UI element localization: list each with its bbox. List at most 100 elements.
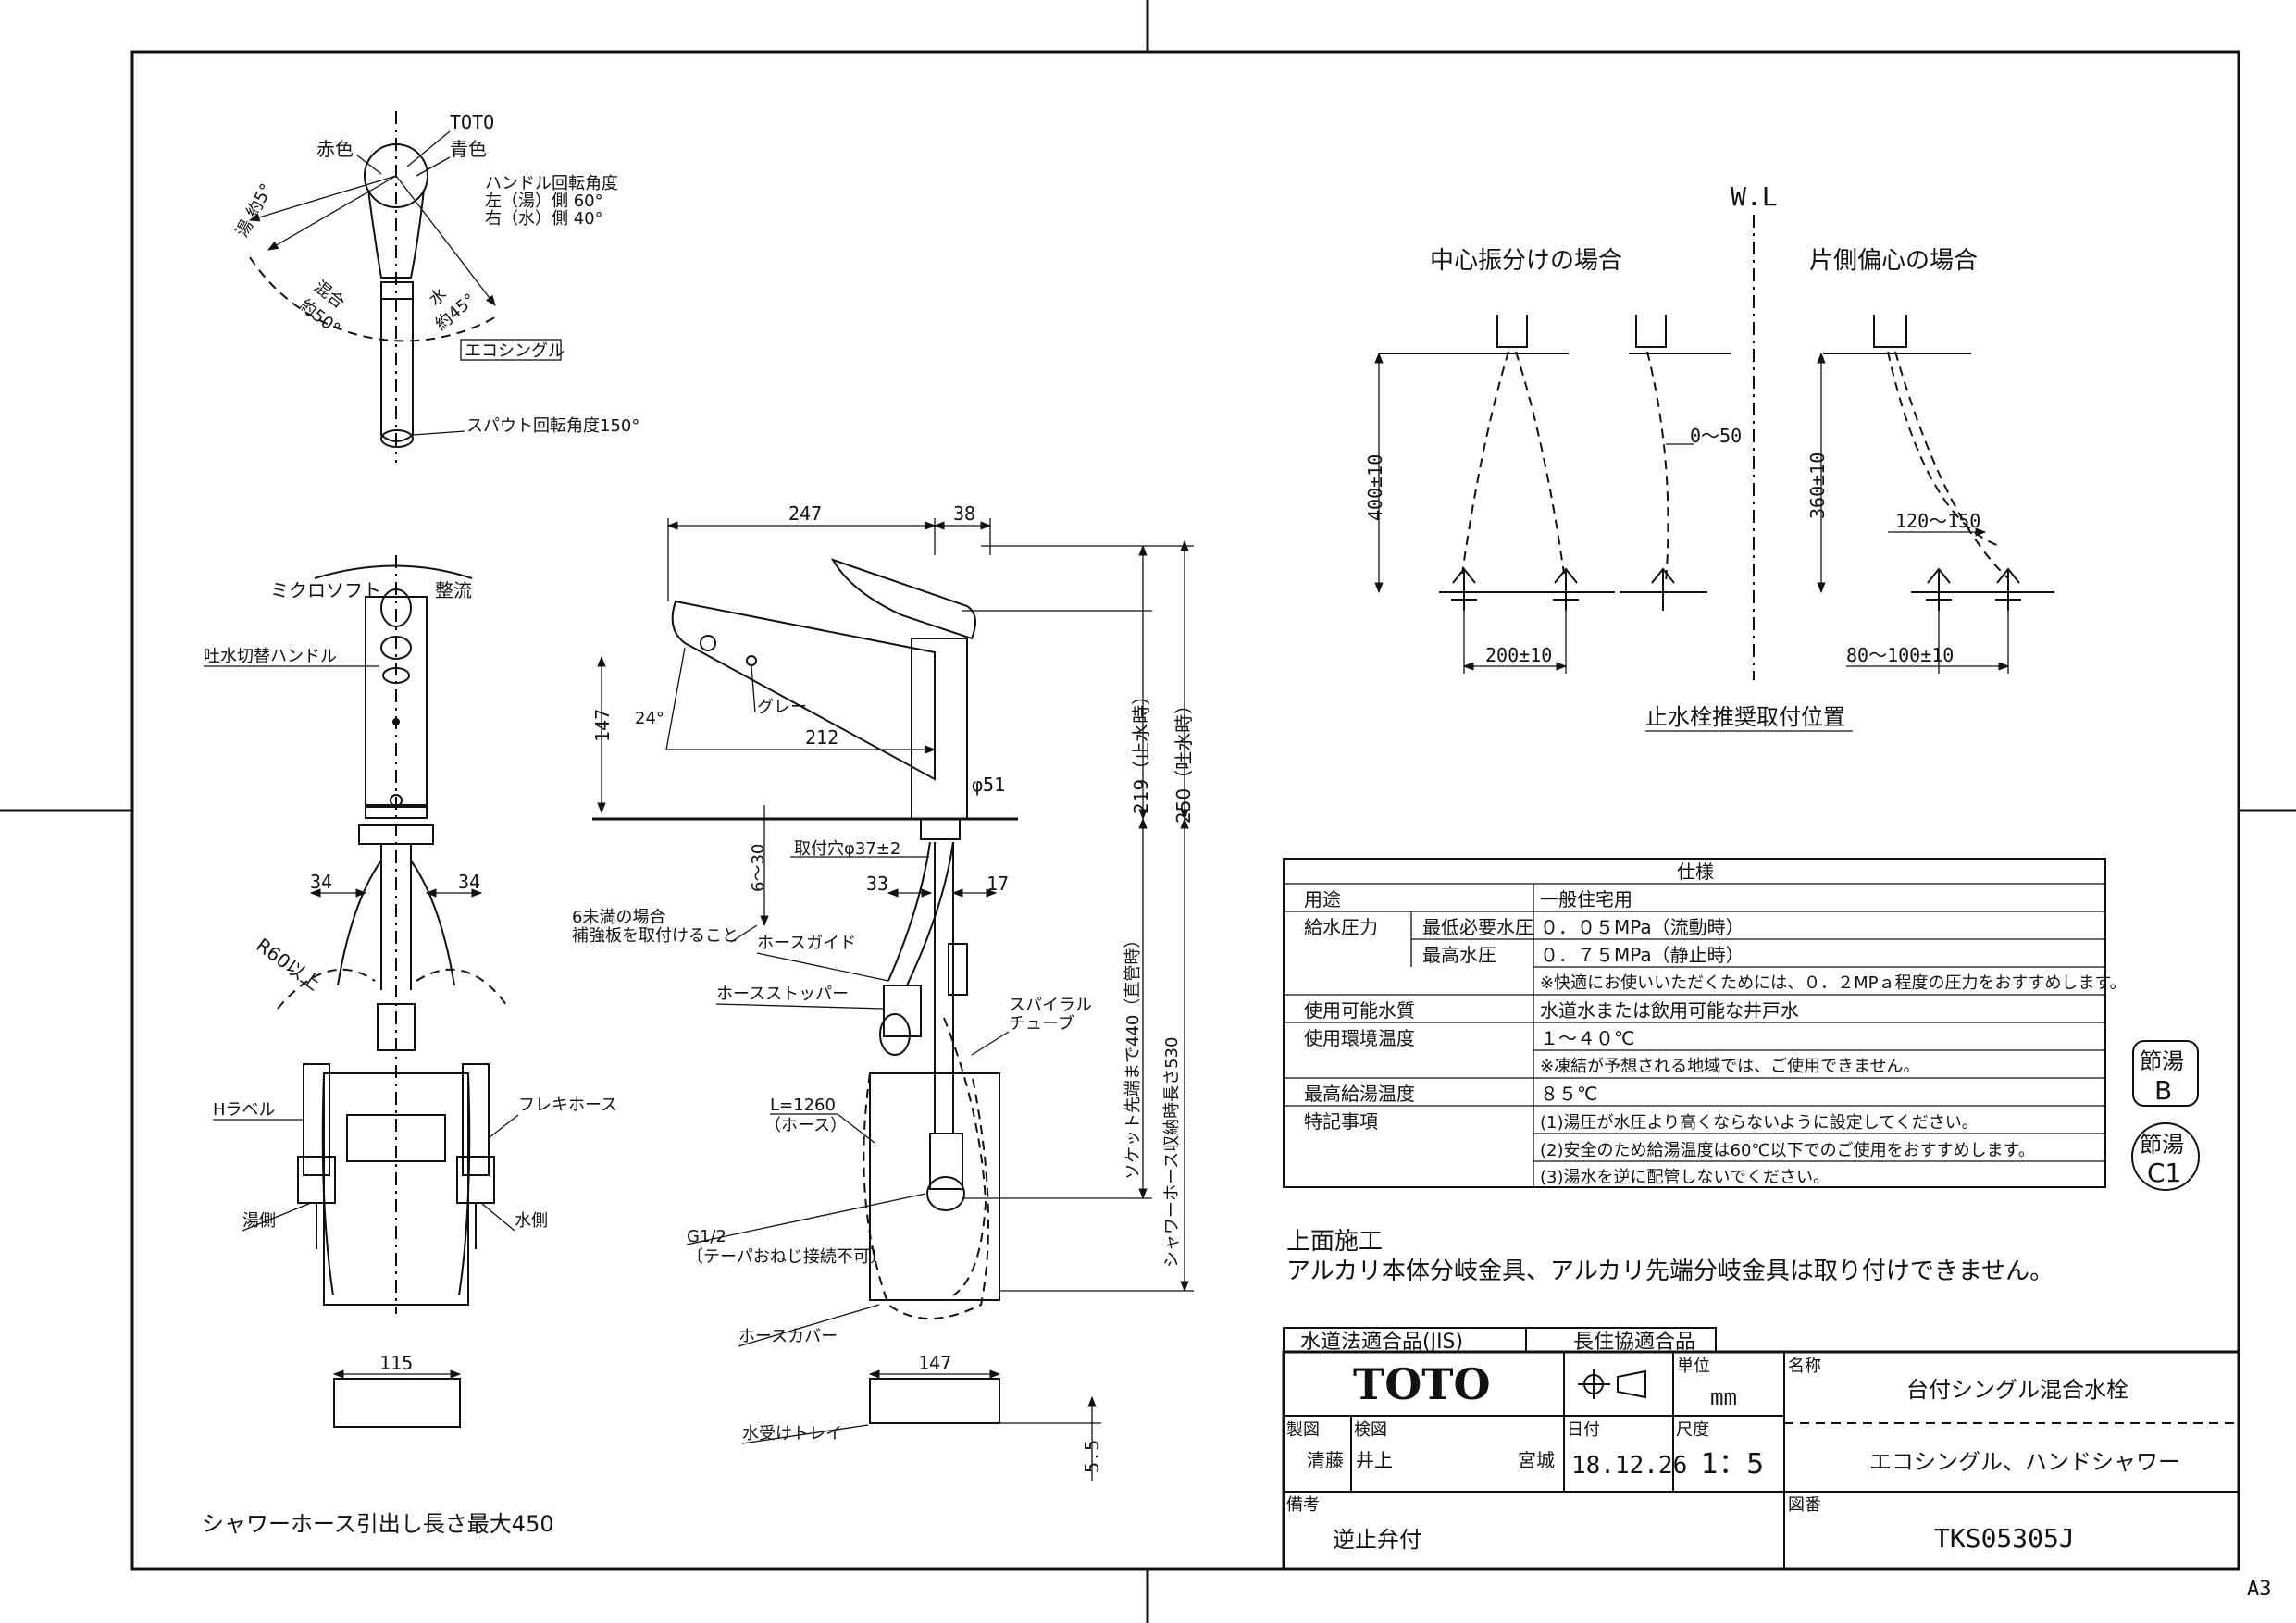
dim-120-150: 120～150	[1895, 510, 1980, 532]
brand-label: TOTO	[450, 111, 494, 133]
dim-147: 147	[591, 709, 614, 742]
dim-24: 24°	[635, 709, 664, 728]
handle-rotation-label: ハンドル回転角度	[485, 174, 618, 193]
dim-200: 200±10	[1485, 644, 1552, 666]
water-saving-stamp-c1: 節湯 C1	[2131, 1122, 2200, 1191]
grey-label: グレー	[757, 698, 807, 717]
dim-247: 247	[788, 502, 822, 525]
check-by-2: 宮城	[1518, 1449, 1555, 1471]
micro-soft-label: ミクロソフト	[270, 579, 381, 601]
unit-label: 単位	[1677, 1357, 1710, 1376]
spec-row-value: 水道水または飲用可能な井戸水	[1540, 999, 1799, 1022]
spec-row-value: ０．０５MPa（流動時）	[1540, 916, 1744, 938]
name-label: 名称	[1788, 1357, 1821, 1376]
dim-34-right: 34	[458, 871, 480, 893]
dim-0-50: 0～50	[1690, 425, 1742, 447]
check-by-1: 井上	[1356, 1449, 1393, 1471]
drawing-no: TKS05305J	[1934, 1523, 2075, 1554]
dim-219: 219（止水時）	[1130, 687, 1152, 814]
valve-section-caption: 止水栓推奨取付位置	[1645, 704, 1845, 730]
red-label: 赤色	[316, 138, 354, 160]
g12-label: G1/2	[687, 1227, 726, 1246]
date-value: 18.12.26	[1571, 1452, 1687, 1480]
remarks-value: 逆止弁付	[1333, 1527, 1421, 1553]
dim-80-100: 80～100±10	[1846, 644, 1954, 666]
spec-row-value: (1)湯圧が水圧より高くならないように設定してください。	[1540, 1113, 1979, 1133]
hose-stopper-label: ホースストッパー	[716, 985, 849, 1004]
cold-side-label: 水側	[515, 1211, 548, 1231]
stamp-c1-bottom: C1	[2147, 1158, 2181, 1188]
spec-row-value: １～４０℃	[1540, 1027, 1634, 1049]
spec-row-label: 使用環境温度	[1304, 1027, 1415, 1049]
dim-5-5: 5.5	[1081, 1440, 1103, 1473]
spec-row-label: 特記事項	[1304, 1110, 1378, 1133]
spec-row-label: 最高給湯温度	[1304, 1083, 1415, 1105]
spec-row-value: 一般住宅用	[1540, 888, 1632, 911]
spec-row-value: (2)安全のため給湯温度は60℃以下でのご使用をおすすめします。	[1540, 1141, 2035, 1160]
hose-length-2: （ホース）	[764, 1116, 847, 1135]
stamp-b-top: 節湯	[2140, 1048, 2184, 1074]
one-side-case-title: 片側偏心の場合	[1809, 247, 1978, 275]
remarks-label: 備考	[1286, 1495, 1320, 1515]
eco-single-box	[460, 339, 562, 361]
g12-note: 〔テーパおねじ接続不可〕	[687, 1247, 887, 1267]
stamp-c1-top: 節湯	[2140, 1132, 2184, 1158]
dim-212: 212	[805, 726, 838, 749]
spec-row-value: ８５℃	[1540, 1083, 1597, 1105]
spec-row-sub: 最高水圧	[1422, 944, 1496, 966]
water-line-label: W.L	[1731, 181, 1778, 212]
spec-title: 仕様	[1677, 861, 1714, 883]
spec-row-label: 給水圧力	[1304, 916, 1378, 938]
dim-33: 33	[866, 873, 888, 895]
stamp-b-bottom: B	[2154, 1075, 2172, 1106]
jis-label: 水道法適合品(JIS)	[1300, 1331, 1463, 1354]
title-brand: TOTO	[1353, 1359, 1491, 1409]
spiral-label-2: チューブ	[1009, 1013, 1074, 1034]
dim-51: φ51	[972, 774, 1005, 796]
note-line-2: アルカリ本体分岐金具、アルカリ先端分岐金具は取り付けできません。	[1286, 1258, 2054, 1285]
spec-row-value: ※快適にお使いいただくためには、０．２MPａ程度の圧力をおすすめします。	[1540, 973, 2127, 993]
title-block: 水道法適合品(JIS) 長住協適合品 TOTO 単位 mm 名称 台付シングル混…	[1282, 1327, 2240, 1571]
spout-rotation-label: スパウト回転角度150°	[466, 416, 639, 436]
spec-row-sub: 最低必要水圧	[1422, 916, 1533, 938]
made-label: 製図	[1286, 1420, 1320, 1440]
reinforce-note-1: 6未満の場合	[572, 908, 665, 927]
unit-value: mm	[1710, 1384, 1737, 1410]
front-view: ミクロソフト 整流 吐水切替ハンドル 34 34 R60以上 Hラベル	[202, 555, 617, 1537]
hose-guide-label: ホースガイド	[757, 934, 856, 953]
reinforce-note-2: 補強板を取付けること	[572, 926, 738, 946]
spec-row-value: (3)湯水を逆に配管しないでください。	[1540, 1168, 1830, 1187]
width-115: 115	[379, 1352, 413, 1374]
straight-label: 整流	[435, 579, 472, 601]
hole-label: 取付穴φ37±2	[794, 839, 900, 859]
side-view: 247 38 グレー 147 24° 212 φ51 219（止水時） 250（…	[572, 502, 1195, 1481]
right-cold-angle: 右（水）側 40°	[485, 209, 603, 229]
hose-cover-label: ホースカバー	[738, 1327, 838, 1346]
hose-pull-note: シャワーホース引出し長さ最大450	[202, 1511, 554, 1537]
dim-38: 38	[953, 502, 975, 525]
check-label: 検図	[1354, 1420, 1387, 1440]
hose-length-1: L=1260	[770, 1096, 836, 1115]
spec-row-value: ０．７５MPa（静止時）	[1540, 944, 1744, 966]
center-case-title: 中心振分けの場合	[1430, 247, 1622, 275]
scale-value: 1：5	[1701, 1448, 1764, 1481]
product-series: エコシングル、ハンドシャワー	[1869, 1449, 2180, 1475]
sheet-size: A3	[2247, 1578, 2272, 1601]
spiral-label-1: スパイラル	[1009, 996, 1092, 1015]
product-name: 台付シングル混合水栓	[1906, 1377, 2128, 1403]
spec-row-value: ※凍結が予想される地域では、ご使用できません。	[1540, 1057, 1920, 1076]
dim-17: 17	[987, 873, 1009, 895]
dim-6-30: 6～30	[749, 844, 768, 892]
r60-label: R60以上	[252, 934, 324, 995]
spec-row-label: 用途	[1304, 888, 1341, 911]
dim-400: 400±10	[1364, 454, 1386, 521]
hot-side-label: 湯側	[242, 1211, 276, 1231]
date-label: 日付	[1567, 1420, 1600, 1440]
hot-angle-label: 湯 約5°	[232, 180, 277, 241]
projection-symbol	[1578, 1369, 1646, 1399]
eco-single-label: エコシングル	[465, 341, 565, 361]
switch-handle-label: 吐水切替ハンドル	[204, 647, 337, 666]
dim-360: 360±10	[1806, 452, 1829, 519]
